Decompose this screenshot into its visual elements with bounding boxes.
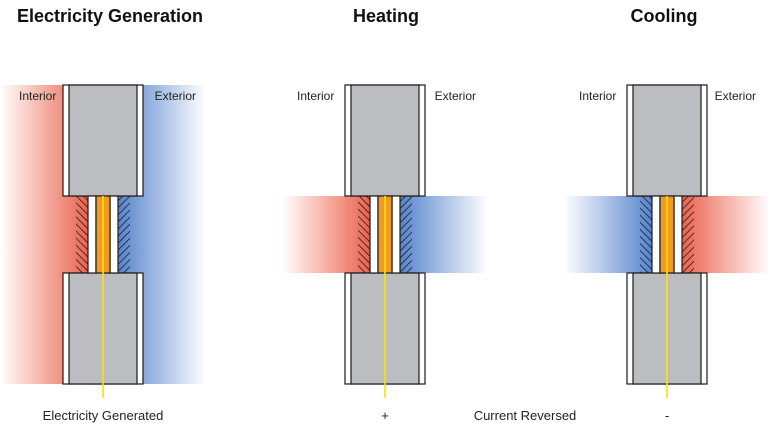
left-hatched-layer: [358, 196, 370, 273]
right-insulator-plate: [673, 195, 683, 274]
left-insulator-plate: [87, 195, 97, 274]
right-hatched-layer: [118, 196, 130, 273]
interior-label: Interior: [19, 89, 56, 103]
left-insulator-plate: [651, 195, 661, 274]
interior-label: Interior: [579, 89, 616, 103]
right-insulator-plate: [109, 195, 119, 274]
upper-wall-panel: [632, 84, 702, 197]
left-insulator-plate: [369, 195, 379, 274]
panel-caption: +: [381, 408, 389, 423]
exterior-label: Exterior: [155, 89, 196, 103]
panel-title: Electricity Generation: [17, 6, 203, 26]
wall-module: [626, 84, 708, 398]
interior-label: Interior: [297, 89, 334, 103]
panel-cooling: Cooling Interior Exterior -: [564, 6, 770, 423]
wall-module: [62, 84, 144, 398]
right-hatched-layer: [682, 196, 694, 273]
upper-wall-panel: [350, 84, 420, 197]
panel-title: Heating: [353, 6, 419, 26]
left-hatched-layer: [76, 196, 88, 273]
left-hatched-layer: [640, 196, 652, 273]
right-hatched-layer: [400, 196, 412, 273]
upper-wall-panel: [68, 84, 138, 197]
panel-title: Cooling: [631, 6, 698, 26]
panel-caption: Electricity Generated: [43, 408, 164, 423]
center-caption: Current Reversed: [474, 408, 577, 423]
wall-module: [344, 84, 426, 398]
exterior-label: Exterior: [715, 89, 756, 103]
exterior-label: Exterior: [435, 89, 476, 103]
panel-caption: -: [665, 408, 669, 423]
panel-electricity-generation: Electricity Generation Interior Exterior…: [0, 6, 206, 423]
panel-heating: Heating Interior Exterior +: [282, 6, 488, 423]
right-insulator-plate: [391, 195, 401, 274]
